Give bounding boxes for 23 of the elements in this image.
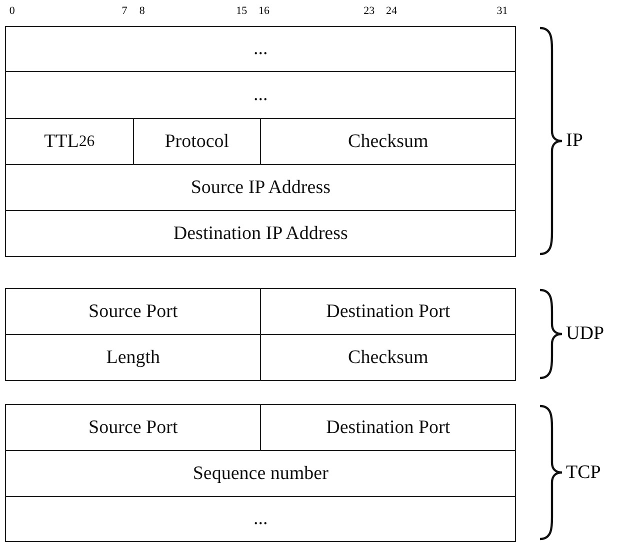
bit-number: 8 <box>139 5 145 17</box>
field-cell: ... <box>5 26 516 72</box>
protocol-label: IP <box>566 130 583 152</box>
bit-number: 24 <box>386 5 397 17</box>
field-cell: ... <box>5 496 516 542</box>
field-cell: ... <box>5 71 516 120</box>
bit-number: 0 <box>9 5 15 17</box>
field-cell: Source IP Address <box>5 164 516 212</box>
bit-number: 16 <box>258 5 270 17</box>
bit-number: 7 <box>122 5 128 17</box>
field-cell: Source Port <box>5 288 262 336</box>
bit-number: 23 <box>364 5 375 17</box>
bit-number: 31 <box>496 5 508 17</box>
field-cell: Destination IP Address <box>5 210 516 258</box>
field-cell: Destination Port <box>260 404 516 452</box>
field-cell: Length <box>5 334 262 382</box>
bit-number: 15 <box>236 5 248 17</box>
field-cell: Source Port <box>5 404 262 452</box>
field-cell: Sequence number <box>5 450 516 498</box>
field-cell: Checksum <box>260 334 516 382</box>
field-cell: Destination Port <box>260 288 516 336</box>
protocol-label: TCP <box>566 462 601 484</box>
protocol-label: UDP <box>566 323 604 345</box>
